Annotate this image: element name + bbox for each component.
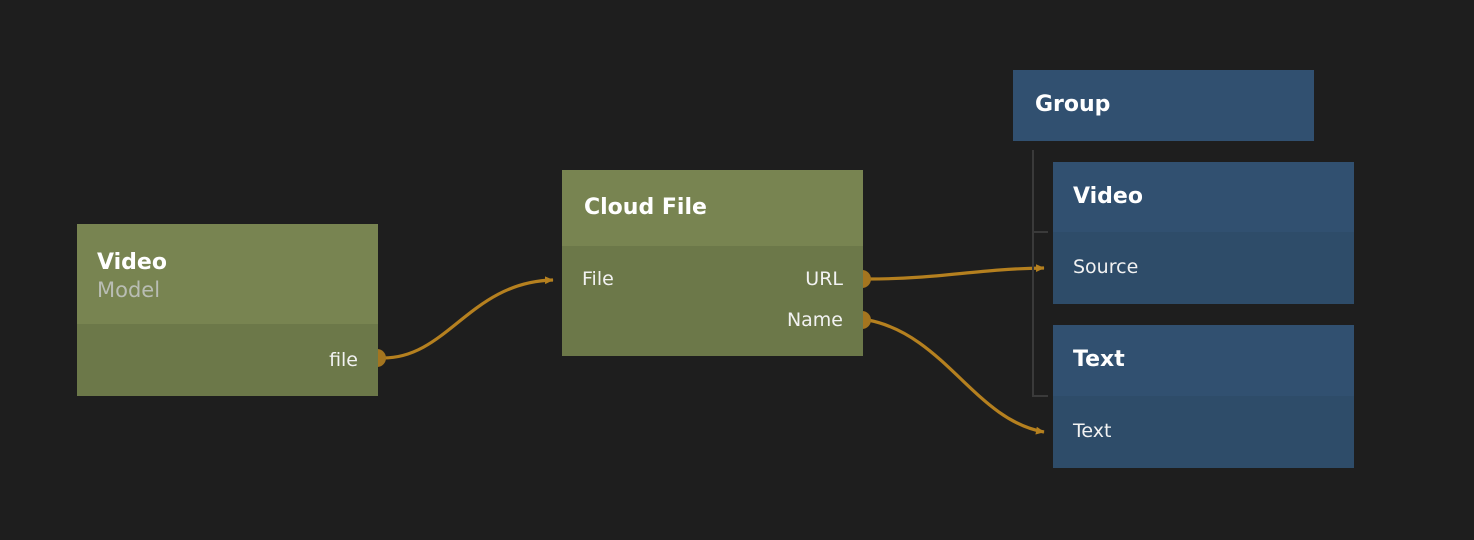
group-tree-branch-video (1032, 231, 1048, 233)
edge-url-to-source (868, 268, 1044, 279)
node-group[interactable]: Group (1013, 70, 1314, 141)
node-video-output-body[interactable]: Source (1053, 232, 1354, 304)
input-port-label-file[interactable]: File (582, 268, 614, 290)
output-port-label-file[interactable]: file (329, 349, 358, 371)
edge-file-to-file (383, 280, 553, 358)
node-video-output[interactable]: Video Source (1053, 162, 1354, 304)
node-video-model-body[interactable]: file (77, 324, 378, 396)
input-port-label-text[interactable]: Text (1073, 420, 1111, 442)
node-text-output[interactable]: Text Text (1053, 325, 1354, 468)
node-video-model-title: Video (97, 250, 167, 275)
node-text-output-title: Text (1073, 347, 1125, 372)
node-video-model-header[interactable]: Video Model (77, 224, 378, 324)
node-video-output-title: Video (1073, 184, 1143, 209)
group-tree-branch-text (1032, 395, 1048, 397)
node-cloud-file-header[interactable]: Cloud File (562, 170, 863, 246)
node-group-header[interactable]: Group (1013, 70, 1314, 141)
node-video-model-subtitle: Model (97, 278, 160, 302)
output-port-label-url[interactable]: URL (805, 268, 843, 290)
node-cloud-file-title: Cloud File (584, 195, 707, 220)
node-group-title: Group (1035, 92, 1110, 117)
node-video-model[interactable]: Video Model file (77, 224, 378, 396)
node-video-output-header[interactable]: Video (1053, 162, 1354, 232)
output-port-label-name[interactable]: Name (787, 309, 843, 331)
node-cloud-file[interactable]: Cloud File File URL Name (562, 170, 863, 356)
edge-name-to-text (868, 320, 1044, 432)
node-cloud-file-body[interactable]: File URL Name (562, 246, 863, 356)
node-text-output-header[interactable]: Text (1053, 325, 1354, 396)
node-text-output-body[interactable]: Text (1053, 396, 1354, 468)
input-port-label-source[interactable]: Source (1073, 256, 1138, 278)
group-tree-trunk (1032, 150, 1034, 397)
